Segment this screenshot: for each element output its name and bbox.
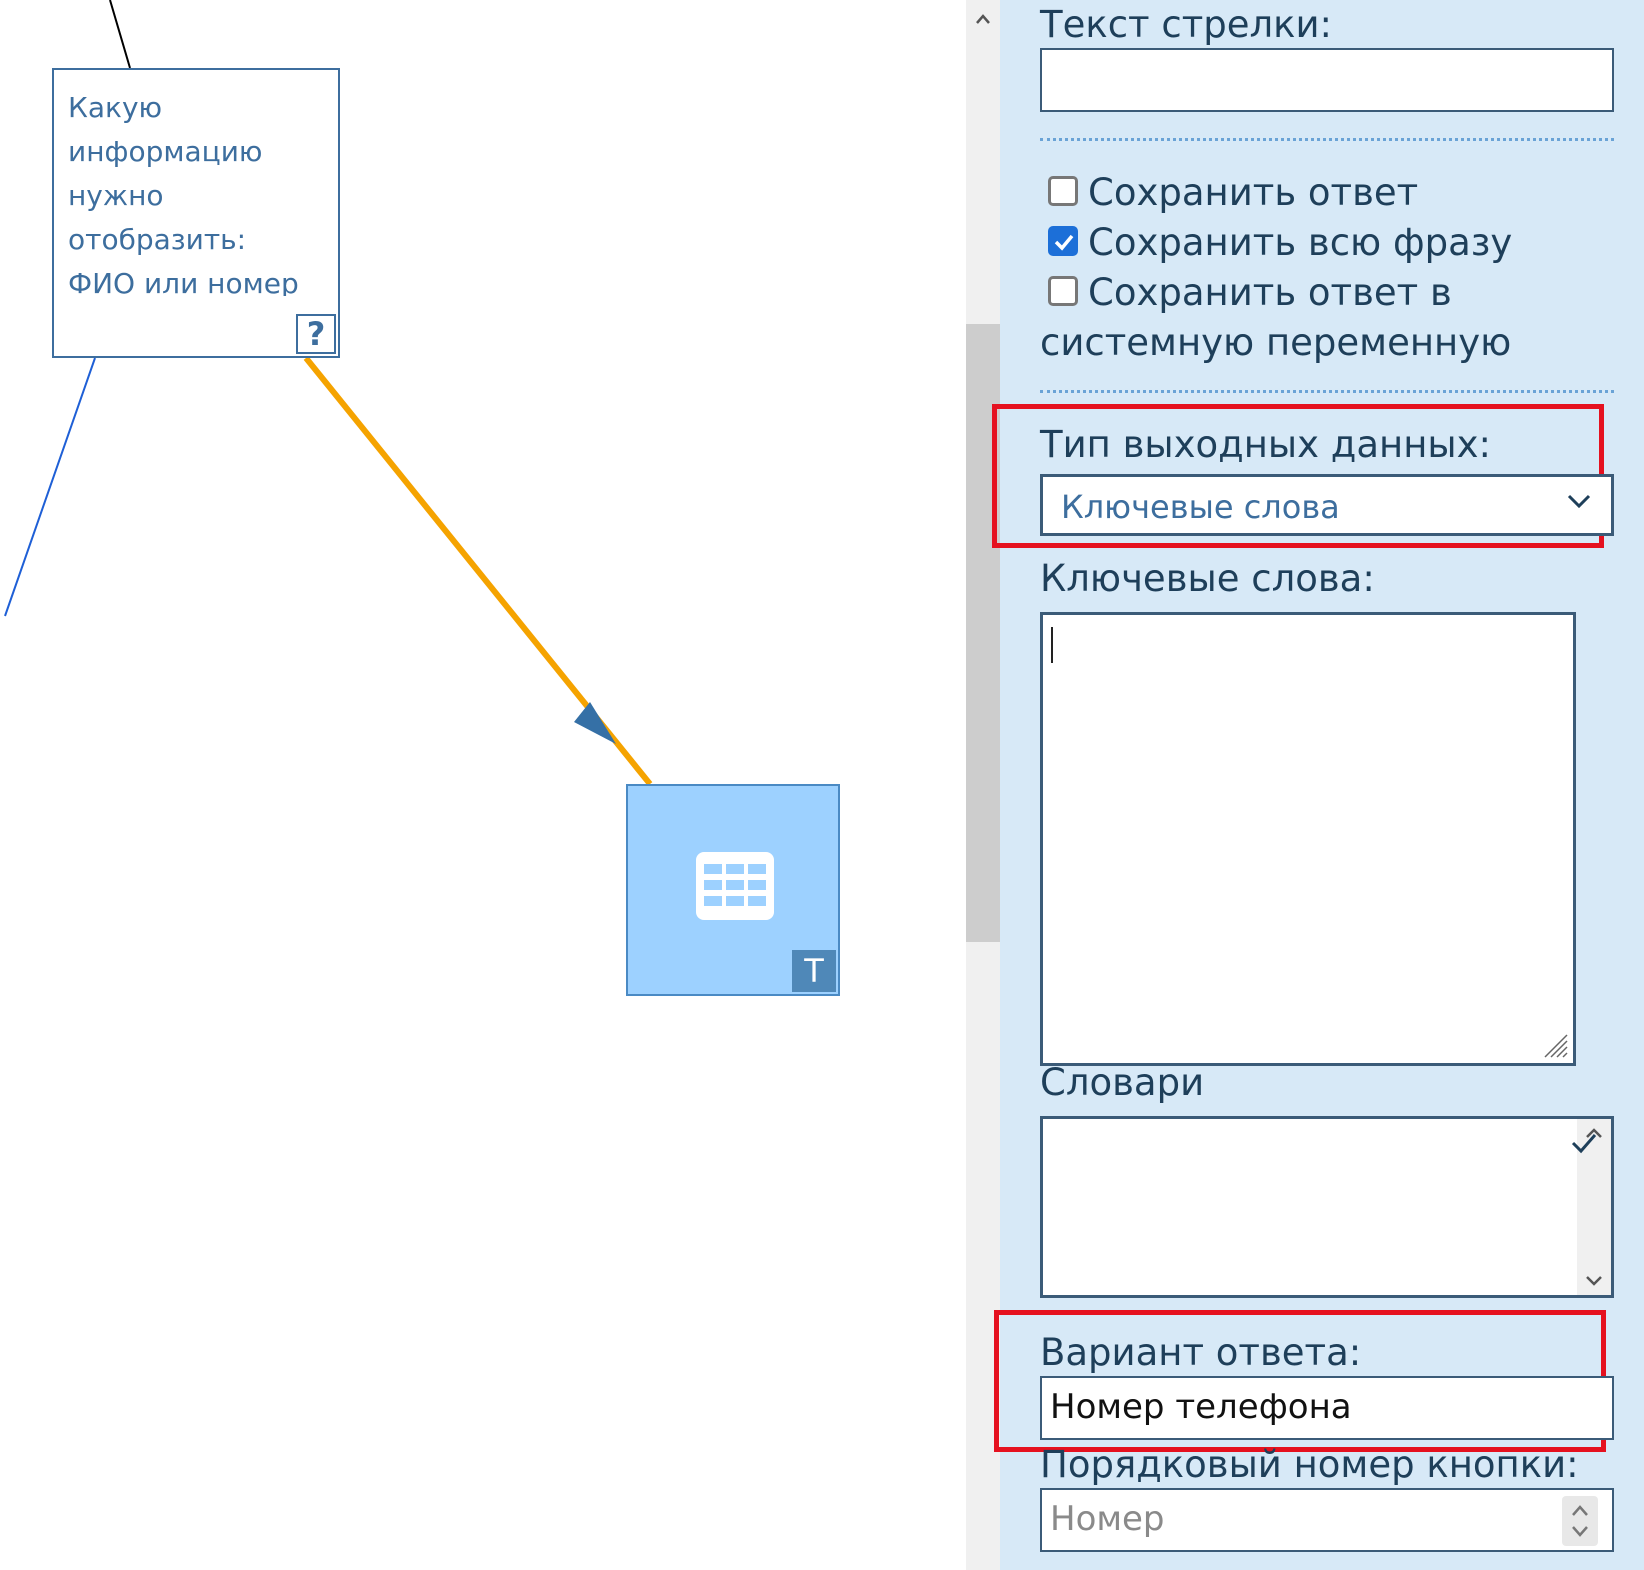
button-number-input[interactable]: Номер: [1040, 1488, 1614, 1552]
divider: [1040, 138, 1614, 141]
save-to-system-variable-checkbox[interactable]: Сохранить ответ в: [1048, 270, 1452, 316]
answer-input[interactable]: Номер телефона: [1040, 1376, 1614, 1440]
dictionaries-label: Словари: [1040, 1061, 1205, 1104]
table-icon: [696, 852, 774, 920]
question-node[interactable]: Какую информацию нужно отобразить: ФИО и…: [52, 68, 340, 358]
chevron-down-icon[interactable]: [1585, 1275, 1603, 1287]
blue-connector[interactable]: [4, 357, 96, 617]
spinner-down-icon[interactable]: [1562, 1520, 1598, 1544]
save-to-system-variable-label-cont: системную переменную: [1040, 321, 1512, 364]
dictionaries-listbox[interactable]: [1040, 1116, 1614, 1298]
checkmark-icon: [1571, 1134, 1597, 1154]
save-whole-phrase-checkbox[interactable]: Сохранить всю фразу: [1048, 220, 1512, 266]
save-answer-label: Сохранить ответ: [1088, 171, 1419, 214]
save-answer-checkbox[interactable]: Сохранить ответ: [1048, 170, 1418, 216]
output-type-value: Ключевые слова: [1061, 488, 1340, 526]
arrow-text-input[interactable]: [1040, 48, 1614, 112]
checkbox-unchecked-icon[interactable]: [1048, 175, 1078, 206]
text-type-badge: T: [792, 950, 836, 992]
chevron-up-icon[interactable]: [1585, 1127, 1603, 1139]
answer-label: Вариант ответа:: [1040, 1331, 1362, 1374]
output-type-select[interactable]: Ключевые слова: [1040, 474, 1614, 536]
question-node-text: Какую информацию нужно отобразить: ФИО и…: [68, 91, 299, 296]
output-type-label: Тип выходных данных:: [1040, 423, 1492, 466]
button-number-placeholder: Номер: [1050, 1499, 1165, 1539]
chevron-down-icon: [1567, 494, 1591, 509]
button-number-label: Порядковый номер кнопки:: [1040, 1443, 1579, 1486]
properties-panel: Текст стрелки: Сохранить ответ Сохранить…: [992, 0, 1644, 1570]
flow-canvas[interactable]: Какую информацию нужно отобразить: ФИО и…: [0, 0, 960, 1570]
table-node[interactable]: T: [626, 784, 840, 996]
panel-scrollbar[interactable]: [966, 0, 1000, 1570]
arrow-text-label: Текст стрелки:: [1040, 3, 1333, 46]
text-caret: [1051, 627, 1053, 663]
spinner-up-icon[interactable]: [1562, 1498, 1598, 1522]
checkbox-unchecked-icon[interactable]: [1048, 275, 1078, 306]
keywords-textarea[interactable]: [1040, 612, 1576, 1066]
question-mark-icon: ?: [296, 314, 336, 354]
incoming-connector: [109, 0, 131, 69]
resize-grip-icon[interactable]: [1541, 1031, 1569, 1059]
number-spinner[interactable]: [1562, 1496, 1598, 1546]
divider: [1040, 390, 1614, 393]
keywords-label: Ключевые слова:: [1040, 557, 1375, 600]
arrow-head: [574, 702, 616, 744]
checkbox-checked-icon[interactable]: [1048, 225, 1078, 256]
chevron-up-icon[interactable]: [966, 4, 1000, 32]
save-to-system-variable-label: Сохранить ответ в: [1088, 271, 1452, 314]
connectors: [4, 0, 653, 786]
save-whole-phrase-label: Сохранить всю фразу: [1088, 221, 1513, 264]
